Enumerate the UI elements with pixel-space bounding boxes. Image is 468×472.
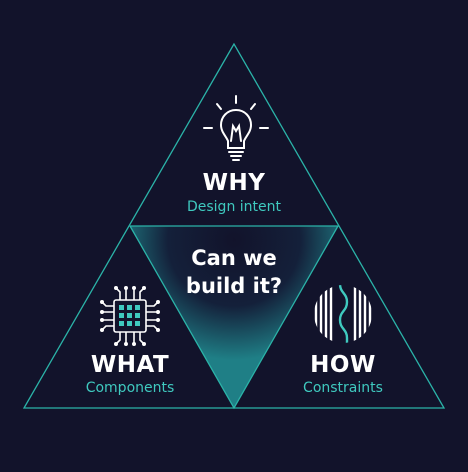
what-title: WHAT <box>90 352 170 378</box>
center-line-2: build it? <box>185 274 283 298</box>
how-title: HOW <box>310 352 376 378</box>
why-subtitle: Design intent <box>186 199 281 215</box>
center-line-1: Can we <box>191 246 277 270</box>
chip-icon <box>100 286 160 346</box>
center-triangle <box>130 226 338 408</box>
divider-lines <box>129 225 340 410</box>
constraints-icon <box>314 285 372 343</box>
how-subtitle: Constraints <box>303 380 383 396</box>
center-question: Can we build it? <box>164 244 304 300</box>
what-subtitle: Components <box>85 380 175 396</box>
why-title: WHY <box>202 170 266 196</box>
lightbulb-icon <box>203 95 269 161</box>
